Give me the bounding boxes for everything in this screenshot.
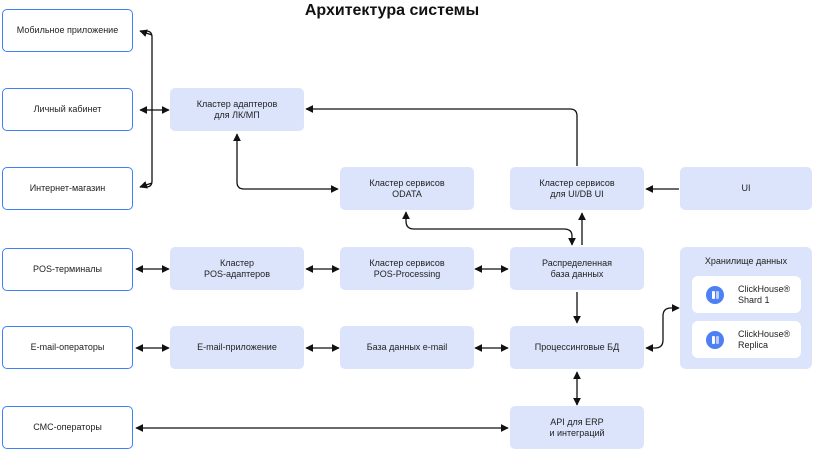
bracket-line [140,30,153,188]
personal-account-label: Личный кабинет [33,104,102,114]
uidb-cluster-label: Кластер сервисов для UI/DB UI [539,177,615,199]
email-app-label: E-mail-приложение [197,342,277,352]
arrow-mobile-app [139,29,153,37]
mobile-app-node: Мобильное приложение [2,9,133,52]
email-operators-label: E-mail-операторы [30,342,105,352]
ui-label: UI [741,183,751,193]
pos-terminals-label: POS-терминалы [33,264,102,274]
arrow-adapters-odata [233,133,339,193]
odata-cluster-label: Кластер сервисов ODATA [369,177,445,199]
pos-adapter-cluster-label: Кластер POS-адаптеров [204,257,270,279]
distributed-db-node: Распределенная база данных [510,247,644,290]
pos-processing-cluster-node: Кластер сервисов POS-Processing [340,247,474,290]
sms-operators-node: СМС-операторы [2,406,133,449]
clickhouse-shard-label: ClickHouse® Shard 1 [738,283,791,305]
arrow-web-shop [139,181,153,189]
email-db-label: База данных e-mail [366,342,448,352]
processing-db-node: Процессинговые БД [510,326,644,369]
mobile-app-label: Мобильное приложение [16,25,119,35]
distributed-db-label: Распределенная база данных [542,257,612,279]
data-storage-group: Хранилище данных ClickHouse® Shard 1 Cli… [680,247,812,369]
arrow-uidb-to-adapters [305,105,578,166]
sms-operators-label: СМС-операторы [33,422,102,432]
pos-adapter-cluster-node: Кластер POS-адаптеров [170,247,304,290]
email-db-node: База данных e-mail [340,326,474,369]
web-shop-node: Интернет-магазин [2,167,133,210]
odata-cluster-node: Кластер сервисов ODATA [340,167,474,210]
clickhouse-replica-card: ClickHouse® Replica [692,321,801,358]
email-app-node: E-mail-приложение [170,326,304,369]
ui-node: UI [680,167,812,210]
adapter-cluster-label: Кластер адаптеров для ЛК/МП [196,98,278,120]
pos-terminals-node: POS-терминалы [2,248,133,291]
clickhouse-shard-card: ClickHouse® Shard 1 [692,276,801,313]
clickhouse-icon [706,285,724,304]
erp-api-label: API для ERP и интеграций [549,416,605,438]
adapter-cluster-node: Кластер адаптеров для ЛК/МП [170,88,304,131]
pos-processing-cluster-label: Кластер сервисов POS-Processing [369,257,445,279]
clickhouse-replica-label: ClickHouse® Replica [738,328,791,350]
web-shop-label: Интернет-магазин [29,183,106,193]
erp-api-node: API для ERP и интеграций [510,406,644,449]
uidb-cluster-node: Кластер сервисов для UI/DB UI [510,167,644,210]
processing-db-label: Процессинговые БД [534,342,620,352]
arrow-odata-distributed [402,211,576,246]
email-operators-node: E-mail-операторы [2,326,133,369]
clickhouse-icon [706,330,724,349]
storage-title: Хранилище данных [704,256,788,266]
arrow-processing-storage [645,304,680,352]
personal-account-node: Личный кабинет [2,88,133,131]
diagram-title: Архитектура системы [304,2,480,19]
